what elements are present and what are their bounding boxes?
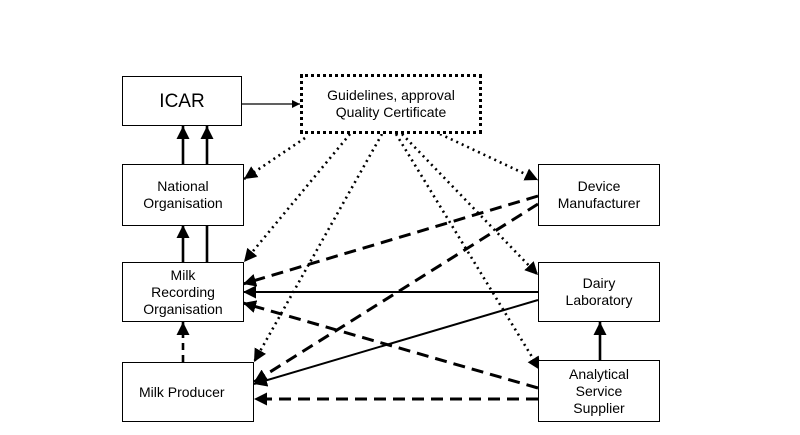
node-dairy-laboratory: Dairy Laboratory bbox=[538, 262, 660, 322]
dotted-guidelines-to-device bbox=[439, 132, 539, 182]
node-analytical-service-supplier: Analytical Service Supplier bbox=[538, 360, 660, 422]
solid-dairy-to-producer bbox=[253, 299, 539, 387]
node-milk-recording-organisation: Milk Recording Organisation bbox=[122, 262, 244, 322]
dotted-guidelines-to-dairy bbox=[401, 133, 539, 276]
node-national-organisation: National Organisation bbox=[122, 164, 244, 226]
dotted-guidelines-to-recording bbox=[242, 133, 352, 263]
dotted-guidelines-to-national bbox=[243, 136, 306, 181]
node-device-manufacturer: Device Manufacturer bbox=[538, 164, 660, 226]
node-milk-producer: Milk Producer bbox=[122, 362, 254, 422]
dotted-guidelines-to-analytical bbox=[394, 133, 542, 371]
node-icar: ICAR bbox=[122, 76, 242, 126]
dashed-device-to-recording bbox=[242, 194, 539, 287]
node-guidelines: Guidelines, approval Quality Certificate bbox=[300, 74, 482, 134]
dashed-analytical-to-recording bbox=[242, 300, 539, 390]
dotted-guidelines-to-producer bbox=[252, 133, 384, 363]
